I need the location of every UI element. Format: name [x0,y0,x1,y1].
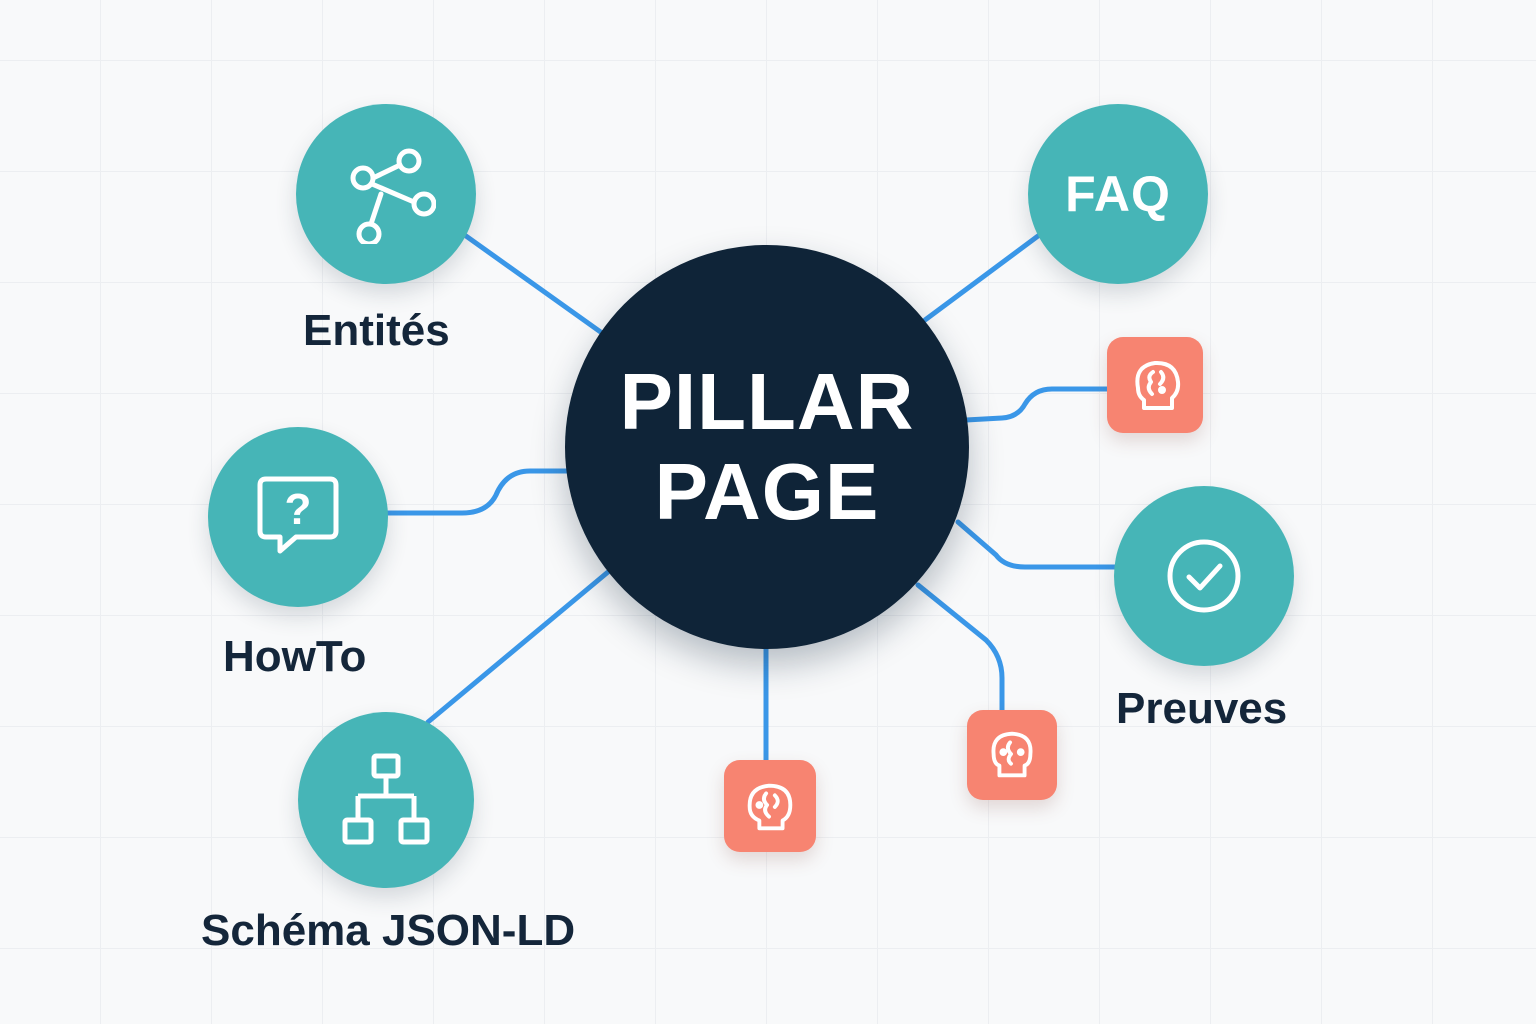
connector-faq [922,233,1041,323]
connector-howto [385,468,570,516]
pillar-page-hub: PILLAR PAGE [565,245,969,649]
question-bubble-icon: ? [257,476,339,554]
entites-node [296,104,476,284]
head-brain-icon [991,731,1033,778]
connector-schema [425,569,611,725]
howto-node: ? [208,427,388,607]
connector-entites [463,233,605,336]
hub-title-line2: PAGE [654,447,880,536]
howto-label: HowTo [223,632,367,681]
preuves-label: Preuves [1116,684,1288,733]
check-circle-icon [1167,539,1241,613]
connector-chip-right [963,386,1113,423]
schema-node [298,712,474,888]
connector-preuves [955,519,1119,570]
head-brain-icon [1135,360,1181,410]
share-nodes-icon [350,148,436,244]
schema-label: Schéma JSON-LD [201,906,576,955]
preuves-node [1114,486,1294,666]
head-brain-icon [747,783,793,831]
chip-bottom [724,760,816,852]
hierarchy-icon [342,753,430,845]
hub-title-line1: PILLAR [619,357,915,446]
chip-right [1107,337,1203,433]
chip-bottom-right [967,710,1057,800]
connector-chip-bottom-right [915,582,1005,715]
svg-text:?: ? [285,485,312,534]
faq-node: FAQ [1028,104,1208,284]
faq-text: FAQ [1065,166,1171,222]
entites-label: Entités [303,306,450,355]
